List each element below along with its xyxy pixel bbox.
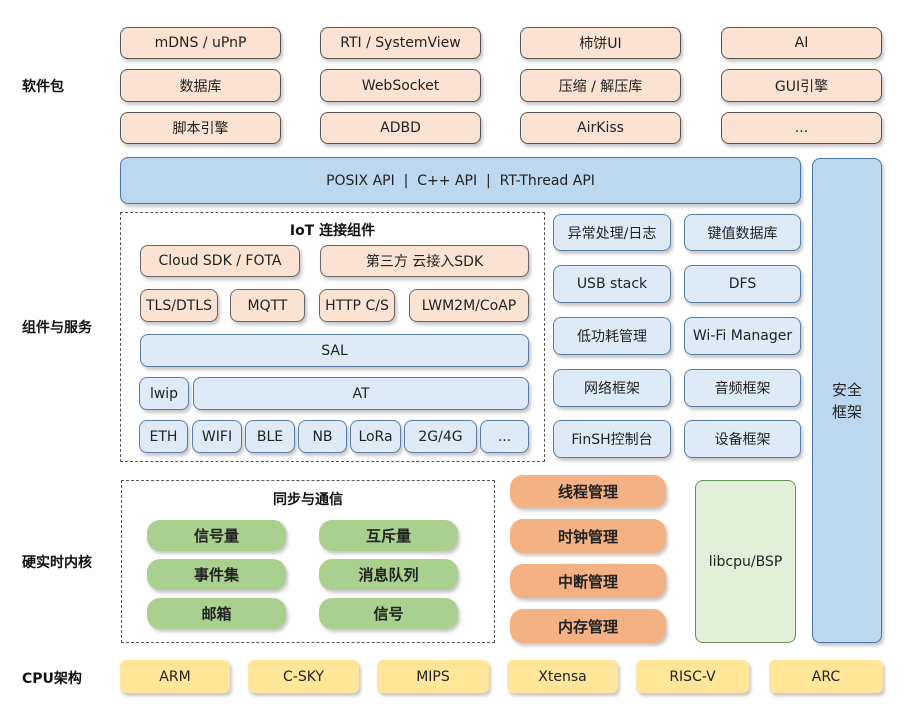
kernel-mgmt-box: 内存管理 bbox=[510, 609, 666, 643]
iot-protocol-box: MQTT bbox=[230, 289, 305, 322]
cpu-box: ARC bbox=[769, 660, 883, 693]
bsp-box: libcpu/BSP bbox=[695, 480, 796, 643]
api-bar: POSIX API | C++ API | RT-Thread API bbox=[120, 157, 801, 204]
package-box: 压缩 / 解压库 bbox=[520, 69, 681, 102]
package-box: 数据库 bbox=[120, 69, 281, 102]
kernel-mgmt-box: 线程管理 bbox=[510, 475, 666, 508]
sync-item: 信号量 bbox=[147, 520, 286, 551]
cpu-box: RISC-V bbox=[636, 660, 749, 693]
link-box: ETH bbox=[139, 420, 188, 453]
lwip-box: lwip bbox=[139, 377, 189, 410]
layer-label-components: 组件与服务 bbox=[22, 320, 92, 336]
link-box: LoRa bbox=[350, 420, 401, 453]
sync-item: 信号 bbox=[319, 598, 458, 629]
iot-cloud-box: Cloud SDK / FOTA bbox=[140, 245, 300, 277]
service-box: DFS bbox=[684, 265, 801, 303]
kernel-mgmt-box: 时钟管理 bbox=[510, 519, 666, 553]
cpu-box: Xtensa bbox=[507, 660, 618, 693]
service-box: 网络框架 bbox=[553, 369, 671, 407]
cpu-box: C-SKY bbox=[248, 660, 359, 693]
sync-title: 同步与通信 bbox=[273, 492, 343, 508]
iot-cloud-box: 第三方 云接入SDK bbox=[320, 245, 529, 277]
service-box: 设备框架 bbox=[684, 420, 801, 458]
cpu-box: ARM bbox=[120, 660, 230, 693]
package-box: AirKiss bbox=[520, 112, 681, 144]
iot-title: IoT 连接组件 bbox=[289, 223, 376, 239]
package-box: 脚本引擎 bbox=[120, 112, 281, 144]
package-box: WebSocket bbox=[320, 69, 481, 102]
sal-box: SAL bbox=[140, 334, 529, 367]
sync-item: 消息队列 bbox=[319, 559, 458, 590]
package-box: AI bbox=[721, 27, 882, 59]
service-box: FinSH控制台 bbox=[553, 420, 671, 458]
package-box: 柿饼UI bbox=[520, 27, 681, 59]
link-box: WIFI bbox=[192, 420, 242, 453]
sync-item: 邮箱 bbox=[147, 598, 286, 629]
iot-container bbox=[120, 212, 545, 462]
sync-container bbox=[121, 480, 495, 643]
service-box: 异常处理/日志 bbox=[553, 214, 671, 251]
service-box: Wi-Fi Manager bbox=[684, 317, 801, 355]
package-box: ADBD bbox=[320, 112, 481, 144]
service-box: 键值数据库 bbox=[684, 214, 801, 251]
package-box: ... bbox=[721, 112, 882, 144]
cpu-box: MIPS bbox=[377, 660, 489, 693]
package-box: RTI / SystemView bbox=[320, 27, 481, 59]
kernel-mgmt-box: 中断管理 bbox=[510, 564, 666, 598]
link-box: NB bbox=[298, 420, 347, 453]
link-box: 2G/4G bbox=[404, 420, 477, 453]
sync-item: 互斥量 bbox=[319, 520, 458, 551]
iot-protocol-box: TLS/DTLS bbox=[140, 289, 218, 322]
link-box: ... bbox=[480, 420, 529, 453]
sync-item: 事件集 bbox=[147, 559, 286, 590]
link-box: BLE bbox=[245, 420, 295, 453]
service-box: USB stack bbox=[553, 265, 671, 303]
package-box: GUI引擎 bbox=[721, 69, 882, 102]
layer-label-packages: 软件包 bbox=[22, 79, 64, 95]
service-box: 音频框架 bbox=[684, 369, 801, 407]
layer-label-cpu: CPU架构 bbox=[22, 671, 82, 687]
at-box: AT bbox=[193, 377, 529, 410]
security-framework: 安全框架 bbox=[812, 158, 882, 643]
layer-label-kernel: 硬实时内核 bbox=[22, 555, 92, 571]
service-box: 低功耗管理 bbox=[553, 317, 671, 355]
iot-protocol-box: LWM2M/CoAP bbox=[409, 289, 529, 322]
package-box: mDNS / uPnP bbox=[120, 27, 281, 59]
iot-protocol-box: HTTP C/S bbox=[319, 289, 395, 322]
